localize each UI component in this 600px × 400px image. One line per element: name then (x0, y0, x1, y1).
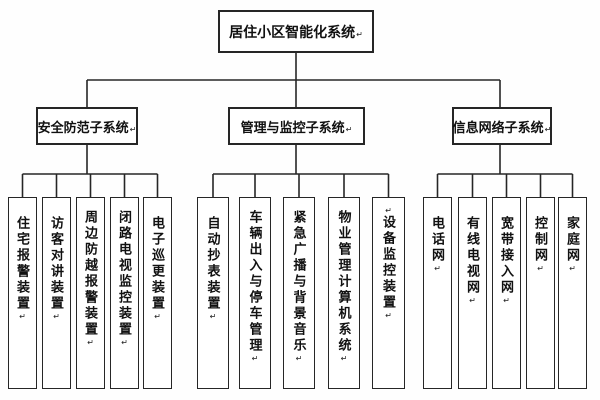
leaf-label: 控制网 (533, 216, 548, 264)
paragraph-mark: ↵ (384, 311, 393, 320)
paragraph-mark: ↵ (433, 264, 442, 273)
paragraph-mark: ↵ (153, 312, 162, 321)
leaf-node-equipment-monitor: ↵设备监控装置↵ (372, 197, 405, 389)
branch-node-network: 信息网络子系统↵ (452, 107, 552, 145)
leaf-label: 电话网 (430, 216, 445, 264)
leaf-label: 家庭网 (565, 216, 580, 264)
paragraph-mark: ↵ (86, 338, 95, 347)
paragraph-mark: ↵ (18, 312, 27, 321)
branch-node-label: 管理与监控子系统 (240, 119, 345, 135)
leaf-node-vehicle-parking: 车辆出入与停车管理↵ (239, 197, 271, 389)
leaf-node-perimeter-alarm: 周边防越报警装置↵ (76, 197, 105, 389)
leaf-node-broadcast-music: 紧急广播与背景音乐↵ (283, 197, 315, 389)
paragraph-mark: ↵ (536, 264, 545, 273)
root-node: 居住小区智能化系统↵ (218, 10, 374, 53)
branch-node-management: 管理与监控子系统↵ (228, 107, 365, 145)
paragraph-mark: ↵ (208, 312, 218, 321)
paragraph-mark: ↵ (339, 354, 349, 363)
paragraph-mark: ↵ (468, 296, 477, 305)
leaf-node-cable-tv-net: 有线电视网↵ (458, 197, 487, 389)
paragraph-mark: ↵ (294, 354, 304, 363)
leaf-node-electronic-patrol: 电子巡更装置↵ (143, 197, 172, 389)
paragraph-mark: ↵ (502, 296, 511, 305)
leaf-label: 电子巡更装置 (150, 216, 165, 312)
leaf-node-home-alarm: 住宅报警装置↵ (8, 197, 37, 389)
leaf-label: 住宅报警装置 (15, 216, 30, 312)
paragraph-mark: ↵ (345, 124, 353, 134)
branch-node-label: 信息网络子系统 (452, 119, 544, 135)
leaf-node-control-net: 控制网↵ (526, 197, 555, 389)
leaf-node-visitor-intercom: 访客对讲装置↵ (42, 197, 71, 389)
leaf-label: 设备监控装置 (381, 215, 396, 311)
root-node-label: 居住小区智能化系统 (229, 23, 356, 40)
leaf-label: 车辆出入与停车管理 (247, 210, 263, 354)
leaf-node-home-net: 家庭网↵ (558, 197, 587, 389)
leaf-node-cctv-monitor: 闭路电视监控装置↵ (110, 197, 139, 389)
leaf-label: 紧急广播与背景音乐 (291, 210, 307, 354)
leaf-label: 闭路电视监控装置 (117, 210, 132, 338)
leaf-label: 有线电视网 (465, 216, 480, 296)
paragraph-mark: ↵ (568, 264, 577, 273)
leaf-node-telephone-net: 电话网↵ (423, 197, 452, 389)
paragraph-mark: ↵ (120, 338, 129, 347)
leaf-label: 宽带接入网 (499, 216, 514, 296)
leaf-node-broadband-net: 宽带接入网↵ (492, 197, 521, 389)
leaf-label: 自动抄表装置 (205, 216, 221, 312)
leaf-label: 物业管理计算机系统 (336, 210, 352, 354)
paragraph-mark: ↵ (384, 206, 393, 215)
leaf-node-meter-reading: 自动抄表装置↵ (197, 197, 229, 389)
branch-node-label: 安全防范子系统 (37, 119, 129, 135)
leaf-label: 周边防越报警装置 (83, 210, 98, 338)
paragraph-mark: ↵ (129, 124, 137, 134)
leaf-label: 访客对讲装置 (49, 216, 64, 312)
branch-node-security: 安全防范子系统↵ (36, 107, 138, 145)
paragraph-mark: ↵ (250, 354, 260, 363)
paragraph-mark: ↵ (52, 312, 61, 321)
leaf-node-property-computer: 物业管理计算机系统↵ (328, 197, 360, 389)
paragraph-mark: ↵ (356, 30, 363, 39)
paragraph-mark: ↵ (544, 124, 552, 134)
